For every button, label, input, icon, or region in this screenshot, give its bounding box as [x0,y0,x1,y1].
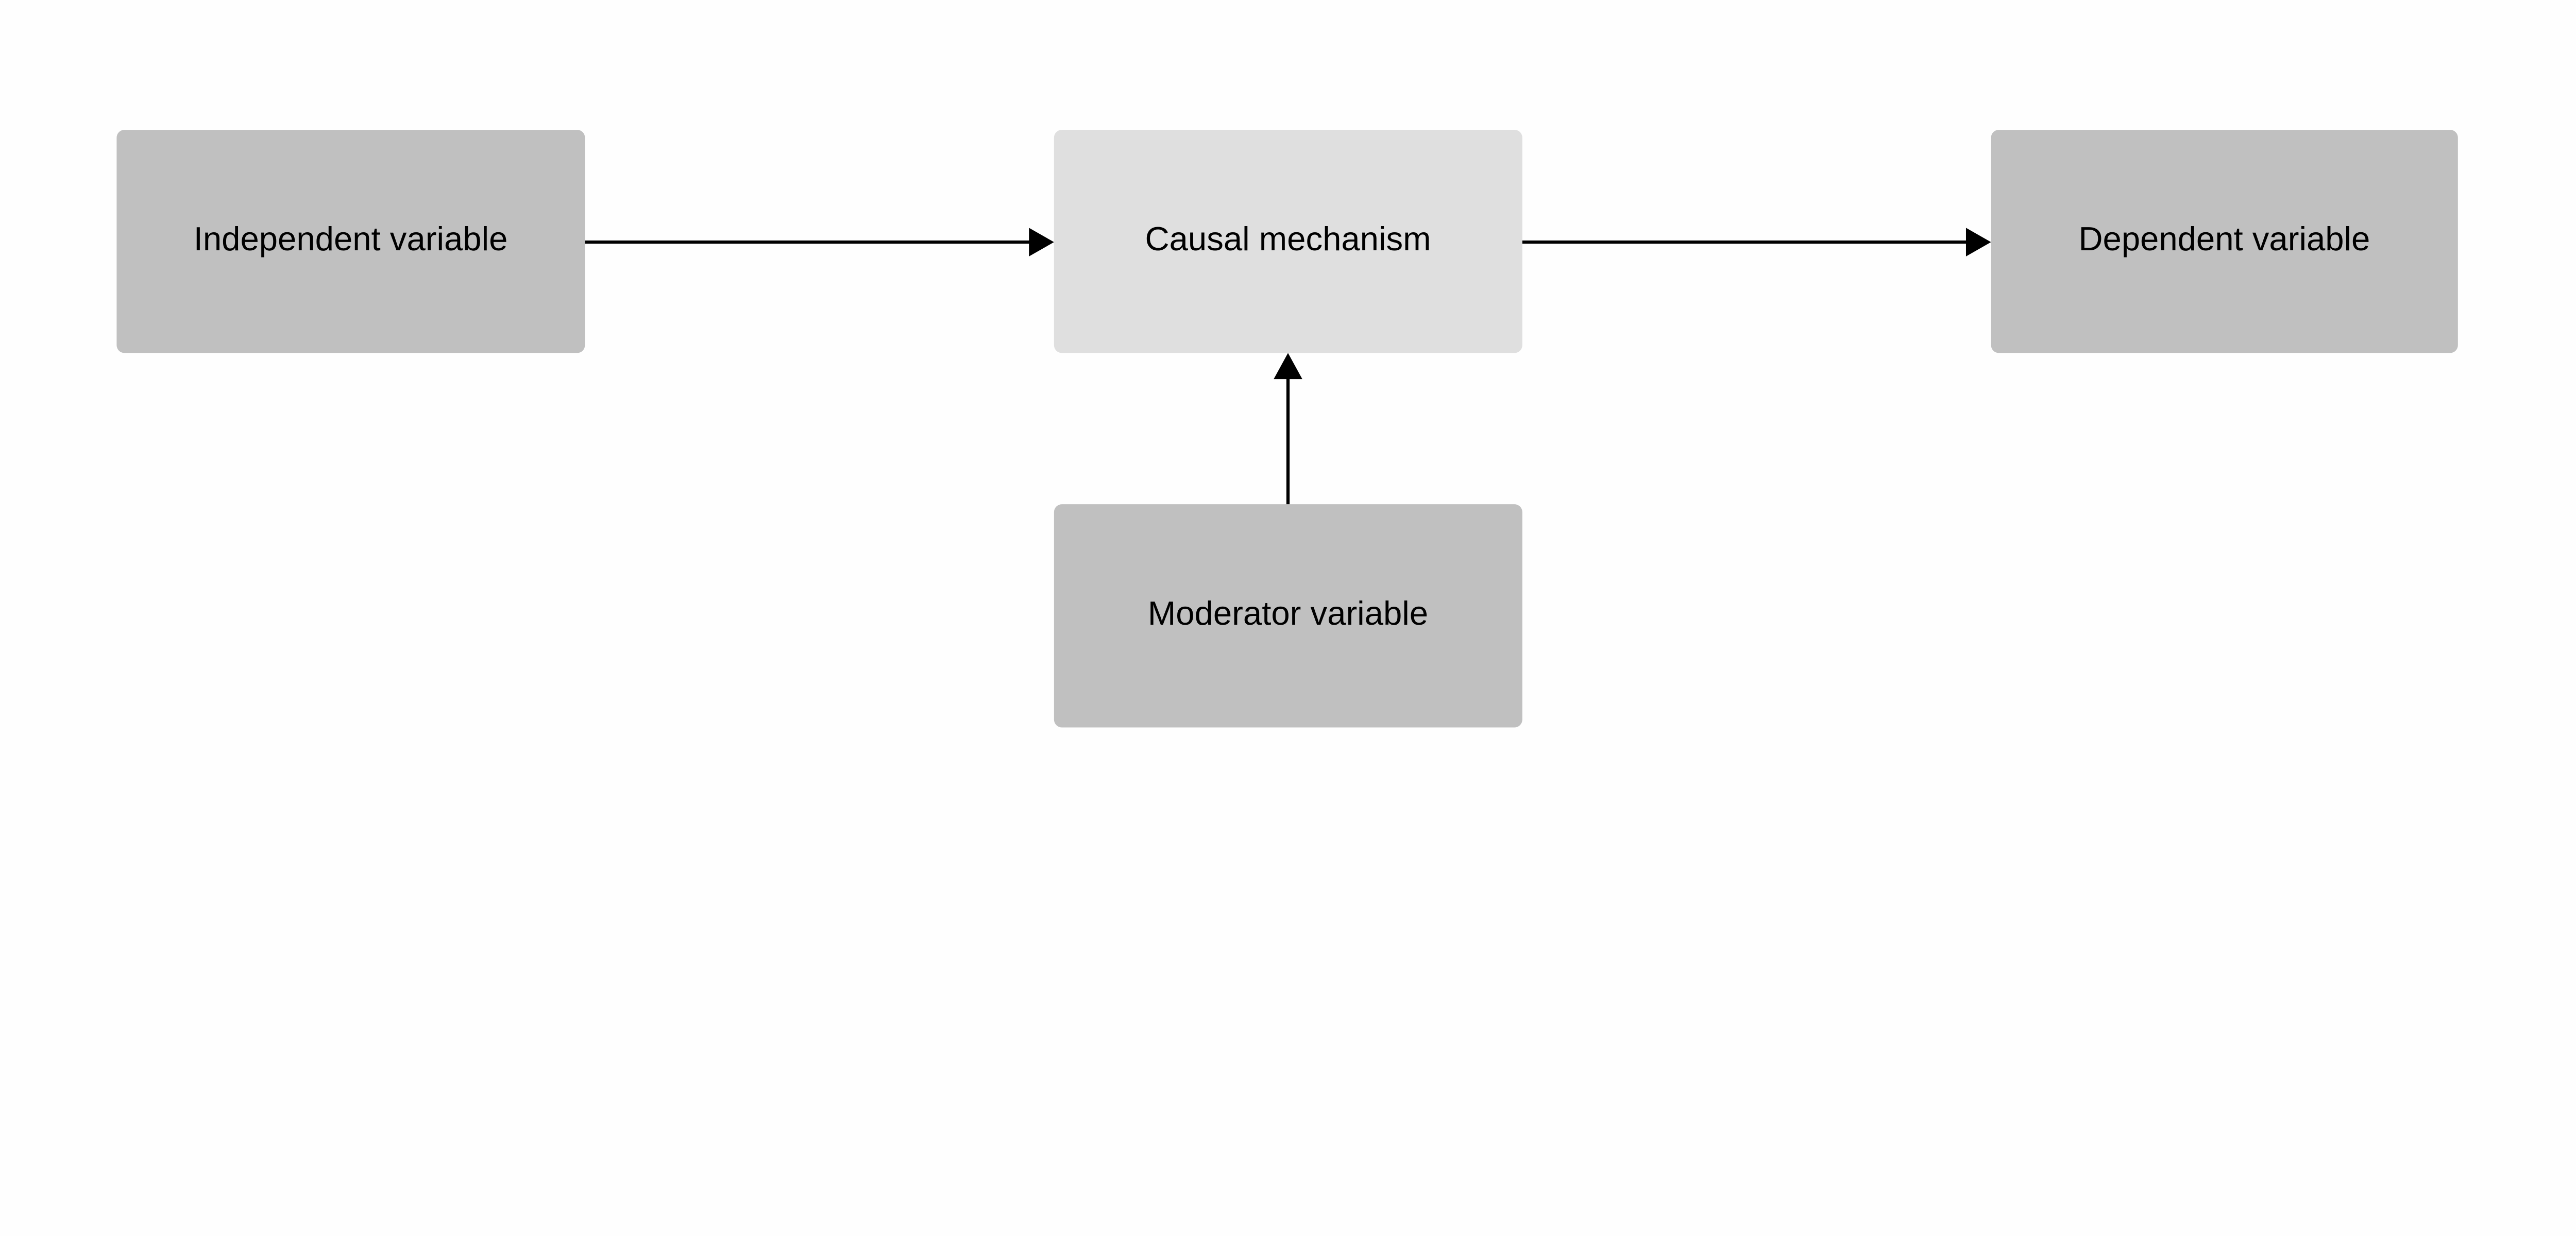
dependent-variable-box [1991,130,2458,353]
independent-variable-box [116,130,585,353]
node-independent-variable: Independent variable [116,130,585,353]
arrowhead-icon [1029,228,1054,256]
moderator-variable-box [1054,504,1522,728]
causal-mechanism-label: Causal mechanism [1145,220,1431,258]
node-moderator-variable: Moderator variable [1054,504,1522,728]
arrowhead-icon [1965,228,1991,256]
moderator-variable-label: Moderator variable [1148,594,1428,632]
node-dependent-variable: Dependent variable [1991,130,2458,353]
edges [585,228,1991,505]
dependent-variable-label: Dependent variable [2078,220,2370,258]
node-causal-mechanism: Causal mechanism [1054,130,1522,353]
causal-mechanism-box [1054,130,1522,353]
independent-variable-label: Independent variable [194,220,508,258]
arrowhead-icon [1274,353,1302,380]
causal-diagram: Independent variable Causal mechanism De… [116,130,2458,728]
